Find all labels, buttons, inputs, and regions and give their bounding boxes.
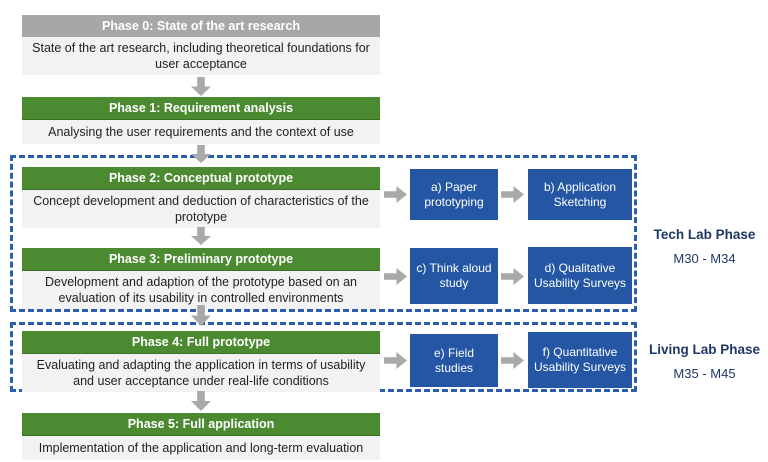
- down-arrow-icon: [191, 391, 211, 411]
- phase-5-description: Implementation of the application and lo…: [22, 436, 380, 460]
- phase-0-description: State of the art research, including the…: [22, 37, 380, 75]
- method-c-think-aloud-study: c) Think aloud study: [410, 248, 498, 304]
- living-lab-phase-label: Living Lab Phase: [648, 342, 761, 357]
- phase-2-block: Phase 2: Conceptual prototype Concept de…: [22, 167, 380, 228]
- phase-1-description: Analysing the user requirements and the …: [22, 120, 380, 144]
- method-d-qualitative-usability-surveys: d) Qualitative Usability Surveys: [528, 247, 632, 304]
- method-e-field-studies: e) Field studies: [410, 334, 498, 387]
- phase-5-block: Phase 5: Full application Implementation…: [22, 413, 380, 460]
- phase-2-title: Phase 2: Conceptual prototype: [22, 167, 380, 190]
- tech-lab-caption: Tech Lab Phase M30 - M34: [641, 227, 768, 267]
- phase-4-block: Phase 4: Full prototype Evaluating and a…: [22, 331, 380, 392]
- phase-3-description: Development and adaption of the prototyp…: [22, 271, 380, 309]
- phase-1-title: Phase 1: Requirement analysis: [22, 97, 380, 120]
- living-lab-phase-range: M35 - M45: [673, 366, 736, 381]
- method-a-paper-prototyping: a) Paper prototyping: [410, 169, 498, 220]
- method-b-application-sketching: b) Application Sketching: [528, 169, 632, 220]
- phase-4-title: Phase 4: Full prototype: [22, 331, 380, 354]
- phase-3-title: Phase 3: Preliminary prototype: [22, 248, 380, 271]
- phase-0-title: Phase 0: State of the art research: [22, 15, 380, 37]
- phase-4-description: Evaluating and adapting the application …: [22, 354, 380, 392]
- phase-2-description: Concept development and deduction of cha…: [22, 190, 380, 228]
- phase-0-block: Phase 0: State of the art research State…: [22, 15, 380, 75]
- tech-lab-group-outline: [10, 155, 637, 312]
- tech-lab-phase-label: Tech Lab Phase: [653, 227, 756, 242]
- tech-lab-phase-range: M30 - M34: [673, 251, 736, 266]
- method-f-quantitative-usability-surveys: f) Quantitative Usability Surveys: [528, 332, 632, 388]
- phase-5-title: Phase 5: Full application: [22, 413, 380, 436]
- phase-1-block: Phase 1: Requirement analysis Analysing …: [22, 97, 380, 144]
- phase-3-block: Phase 3: Preliminary prototype Developme…: [22, 248, 380, 309]
- down-arrow-icon: [191, 77, 211, 96]
- living-lab-caption: Living Lab Phase M35 - M45: [641, 342, 768, 382]
